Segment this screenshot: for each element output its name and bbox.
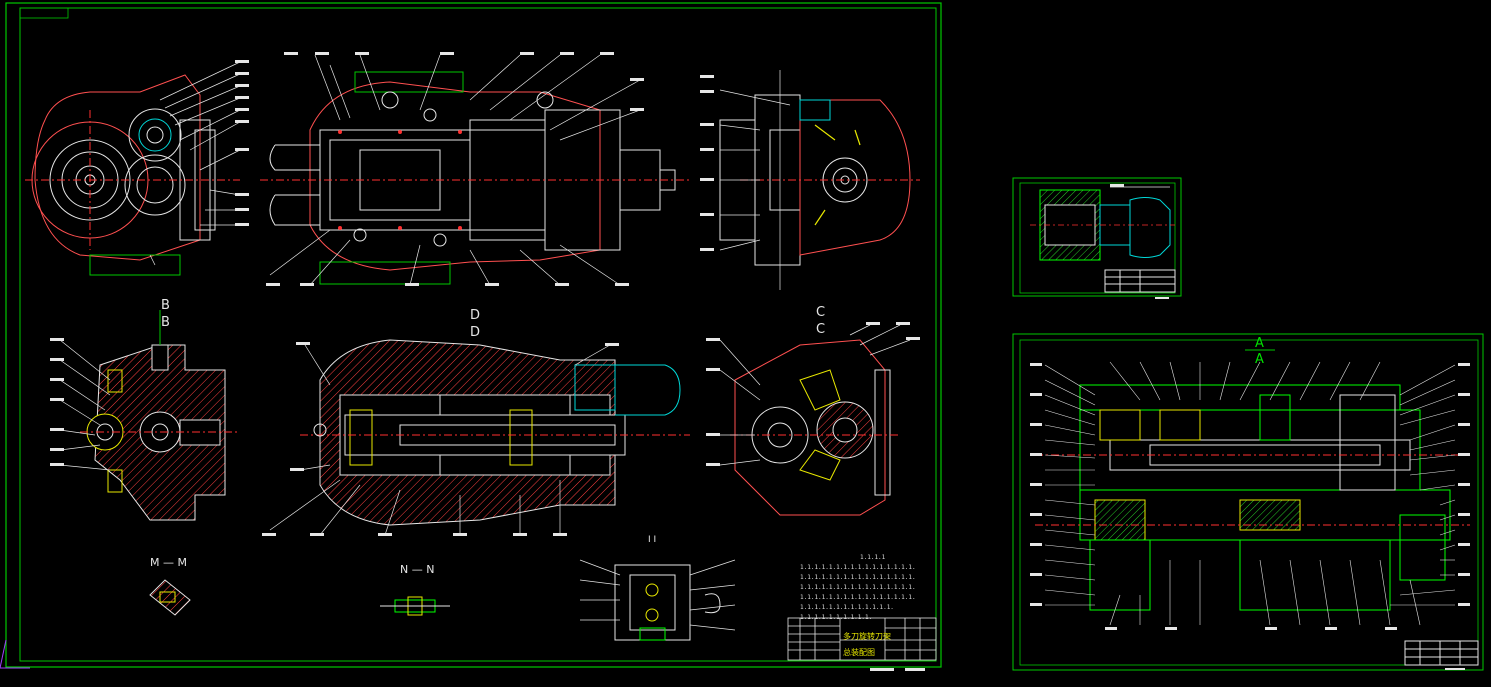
section-d-d xyxy=(262,339,690,536)
section-label-c-bottom: C xyxy=(816,322,826,337)
section-label-a-top: A xyxy=(1255,336,1264,351)
large-sheet-section-a-a xyxy=(1012,333,1484,671)
section-m-m xyxy=(149,579,191,616)
technical-requirements-notes: 1.1.1.1 1.1.1.1.1.1.1.1.1.1.1.1.1.1.1.1.… xyxy=(800,553,916,623)
view-front xyxy=(260,52,690,286)
notes-line: 1.1.1.1.1.1.1.1.1.1. xyxy=(800,614,873,621)
notes-line: 1.1.1.1.1.1.1.1.1.1.1.1.1.1.1.1. xyxy=(800,584,916,591)
section-label-d-top: D xyxy=(470,308,481,323)
notes-line: 1.1.1.1.1.1.1.1.1.1.1.1.1.1.1.1. xyxy=(800,564,916,571)
notes-line: 1.1.1.1.1.1.1.1.1.1.1.1.1.1.1.1. xyxy=(800,574,916,581)
view-left-side xyxy=(25,60,249,276)
main-sheet-frame xyxy=(0,2,942,669)
section-label-b-bottom: B xyxy=(161,315,170,330)
main-title-block xyxy=(787,617,937,671)
small-sheet xyxy=(1012,177,1182,299)
notes-line: 1.1.1.1.1.1.1.1.1.1.1.1.1.1.1.1. xyxy=(800,594,916,601)
section-label-d-bottom: D xyxy=(470,325,481,340)
section-label-b-top: B xyxy=(161,298,170,313)
title-block-drawing-subtitle: 总装配图 xyxy=(843,648,875,657)
section-label-n-n: N — N xyxy=(400,563,435,576)
notes-line: 1.1.1.1.1.1.1.1.1.1.1.1.1. xyxy=(800,604,894,611)
section-label-a-bottom: A xyxy=(1255,352,1264,367)
section-n-n xyxy=(380,596,450,616)
title-block-drawing-name: 多刀旋转刀架 xyxy=(843,632,891,641)
section-b-b xyxy=(50,310,240,521)
section-i-i xyxy=(579,559,736,641)
section-label-i-i: I I xyxy=(648,535,657,545)
notes-line: 1.1.1.1 xyxy=(860,554,886,561)
section-label-c-top: C xyxy=(816,305,826,320)
view-right-side xyxy=(700,70,920,290)
section-c-c xyxy=(706,322,920,516)
section-label-m-m: M — M xyxy=(150,556,187,569)
